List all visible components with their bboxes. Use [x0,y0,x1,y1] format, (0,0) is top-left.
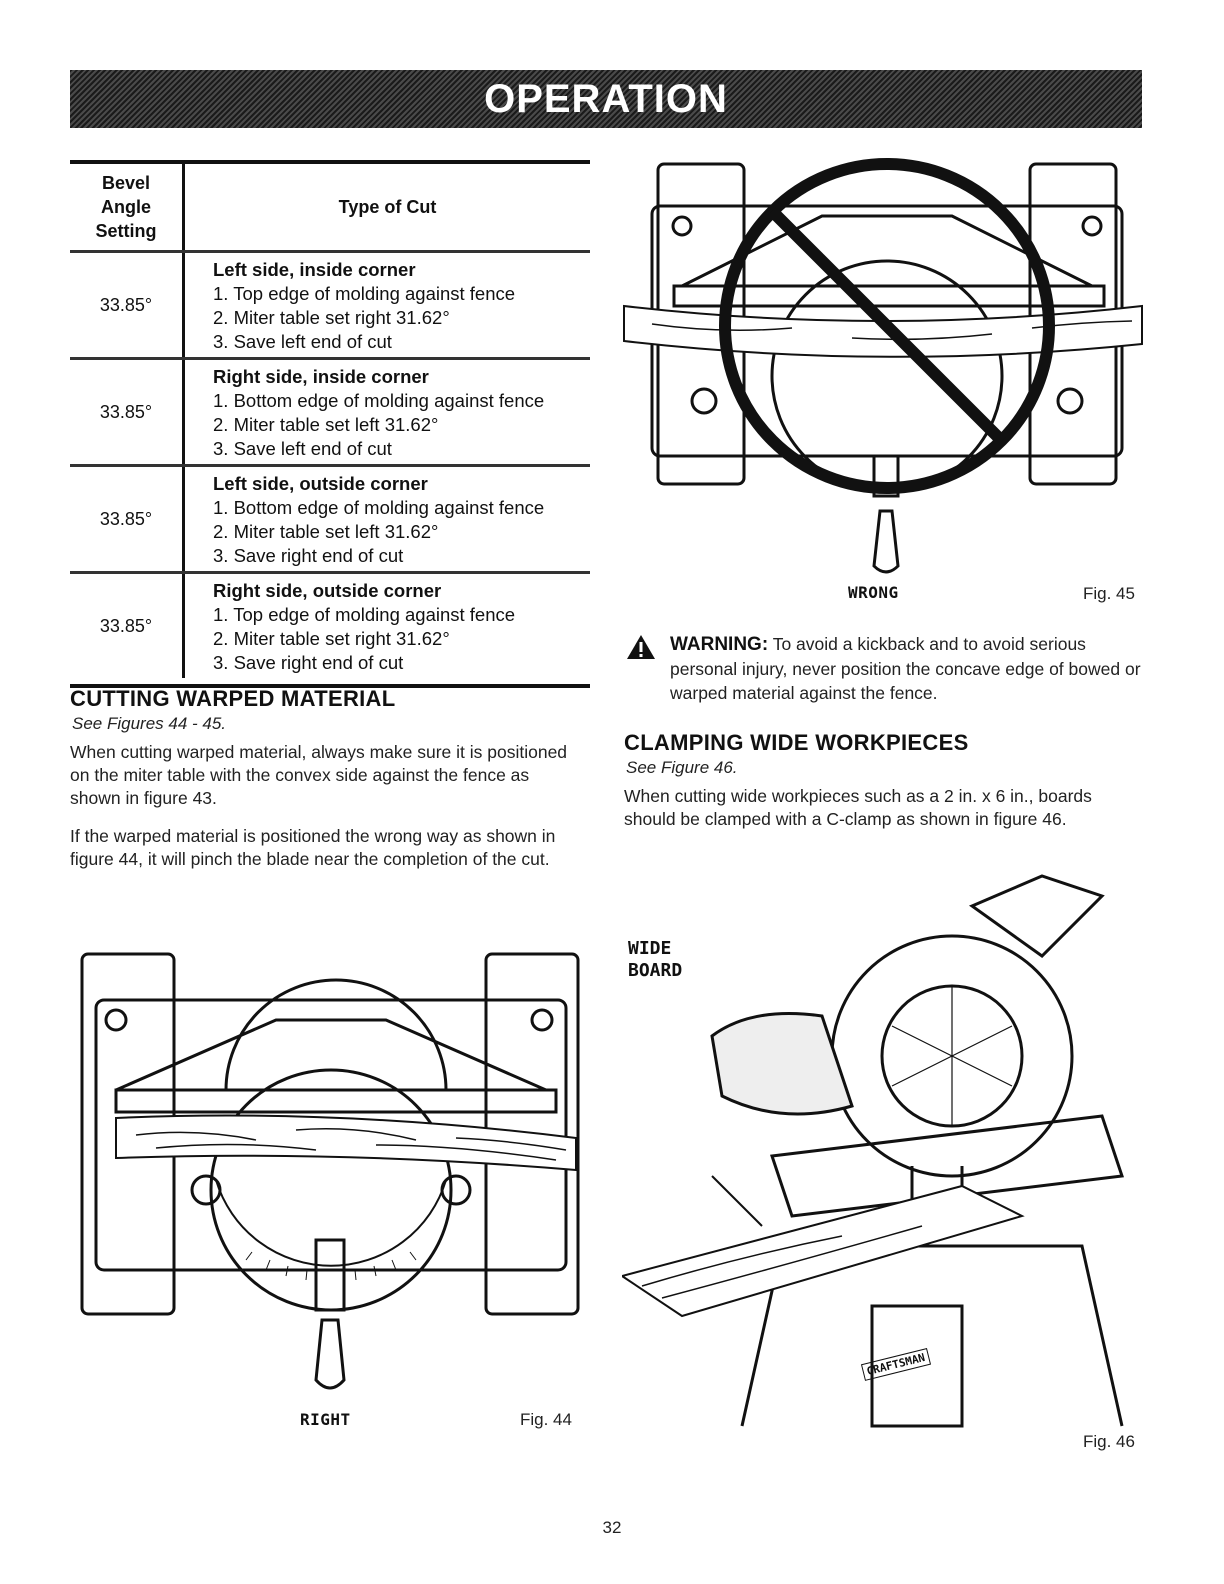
angle-cell: 33.85° [70,574,185,678]
table-row: 33.85° Left side, outside corner 1. Bott… [70,467,590,571]
table-header-row: Bevel Angle Setting Type of Cut [70,164,590,250]
bevel-angle-table: Bevel Angle Setting Type of Cut 33.85° L… [70,160,590,688]
page-number: 32 [602,1518,622,1537]
table-bottom-rule [70,684,590,688]
warning-icon [627,635,655,659]
page-banner: OPERATION [70,70,1142,128]
table-row: 33.85° Left side, inside corner 1. Top e… [70,253,590,357]
section-heading-warped: CUTTING WARPED MATERIAL [70,686,396,711]
angle-cell: 33.85° [70,253,185,357]
miter-saw-top-view-right-illustration [80,952,580,1390]
fig44-number: Fig. 44 [520,1410,572,1429]
miter-saw-clamped-board-illustration [622,874,1125,1428]
type-cell: Left side, inside corner 1. Top edge of … [213,259,516,352]
header-type-of-cut: Type of Cut [338,196,437,217]
fig44-label: RIGHT [300,1410,351,1429]
table-row: 33.85° Right side, inside corner 1. Bott… [70,360,590,464]
type-cell: Right side, inside corner 1. Bottom edge… [213,366,545,459]
wide-board-callout: WIDE BOARD [628,938,683,981]
clamping-paragraph: When cutting wide workpieces such as a 2… [624,786,1092,829]
page-title: OPERATION [484,76,728,121]
see-figures-44-45: See Figures 44 - 45. [72,714,227,733]
warning-text: To avoid a kickback and to avoid serious… [670,634,1141,703]
warped-paragraph-2: If the warped material is positioned the… [70,826,556,869]
angle-cell: 33.85° [70,360,185,464]
type-cell: Left side, outside corner 1. Bottom edge… [213,473,545,566]
table-top-rule [70,160,590,164]
section-heading-clamping: CLAMPING WIDE WORKPIECES [624,730,969,755]
warped-paragraph-1: When cutting warped material, always mak… [70,742,568,808]
warning-label: WARNING: [670,634,769,655]
miter-saw-top-view-wrong-illustration [623,158,1143,574]
angle-cell: 33.85° [70,467,185,571]
fig45-label: WRONG [848,583,899,602]
fig45-number: Fig. 45 [1083,584,1135,603]
table-row: 33.85° Right side, outside corner 1. Top… [70,574,590,678]
fig46-number: Fig. 46 [1083,1432,1135,1451]
type-cell: Right side, outside corner 1. Top edge o… [213,580,516,673]
header-bevel-angle: Bevel Angle Setting [70,164,185,250]
see-figure-46: See Figure 46. [626,758,738,777]
